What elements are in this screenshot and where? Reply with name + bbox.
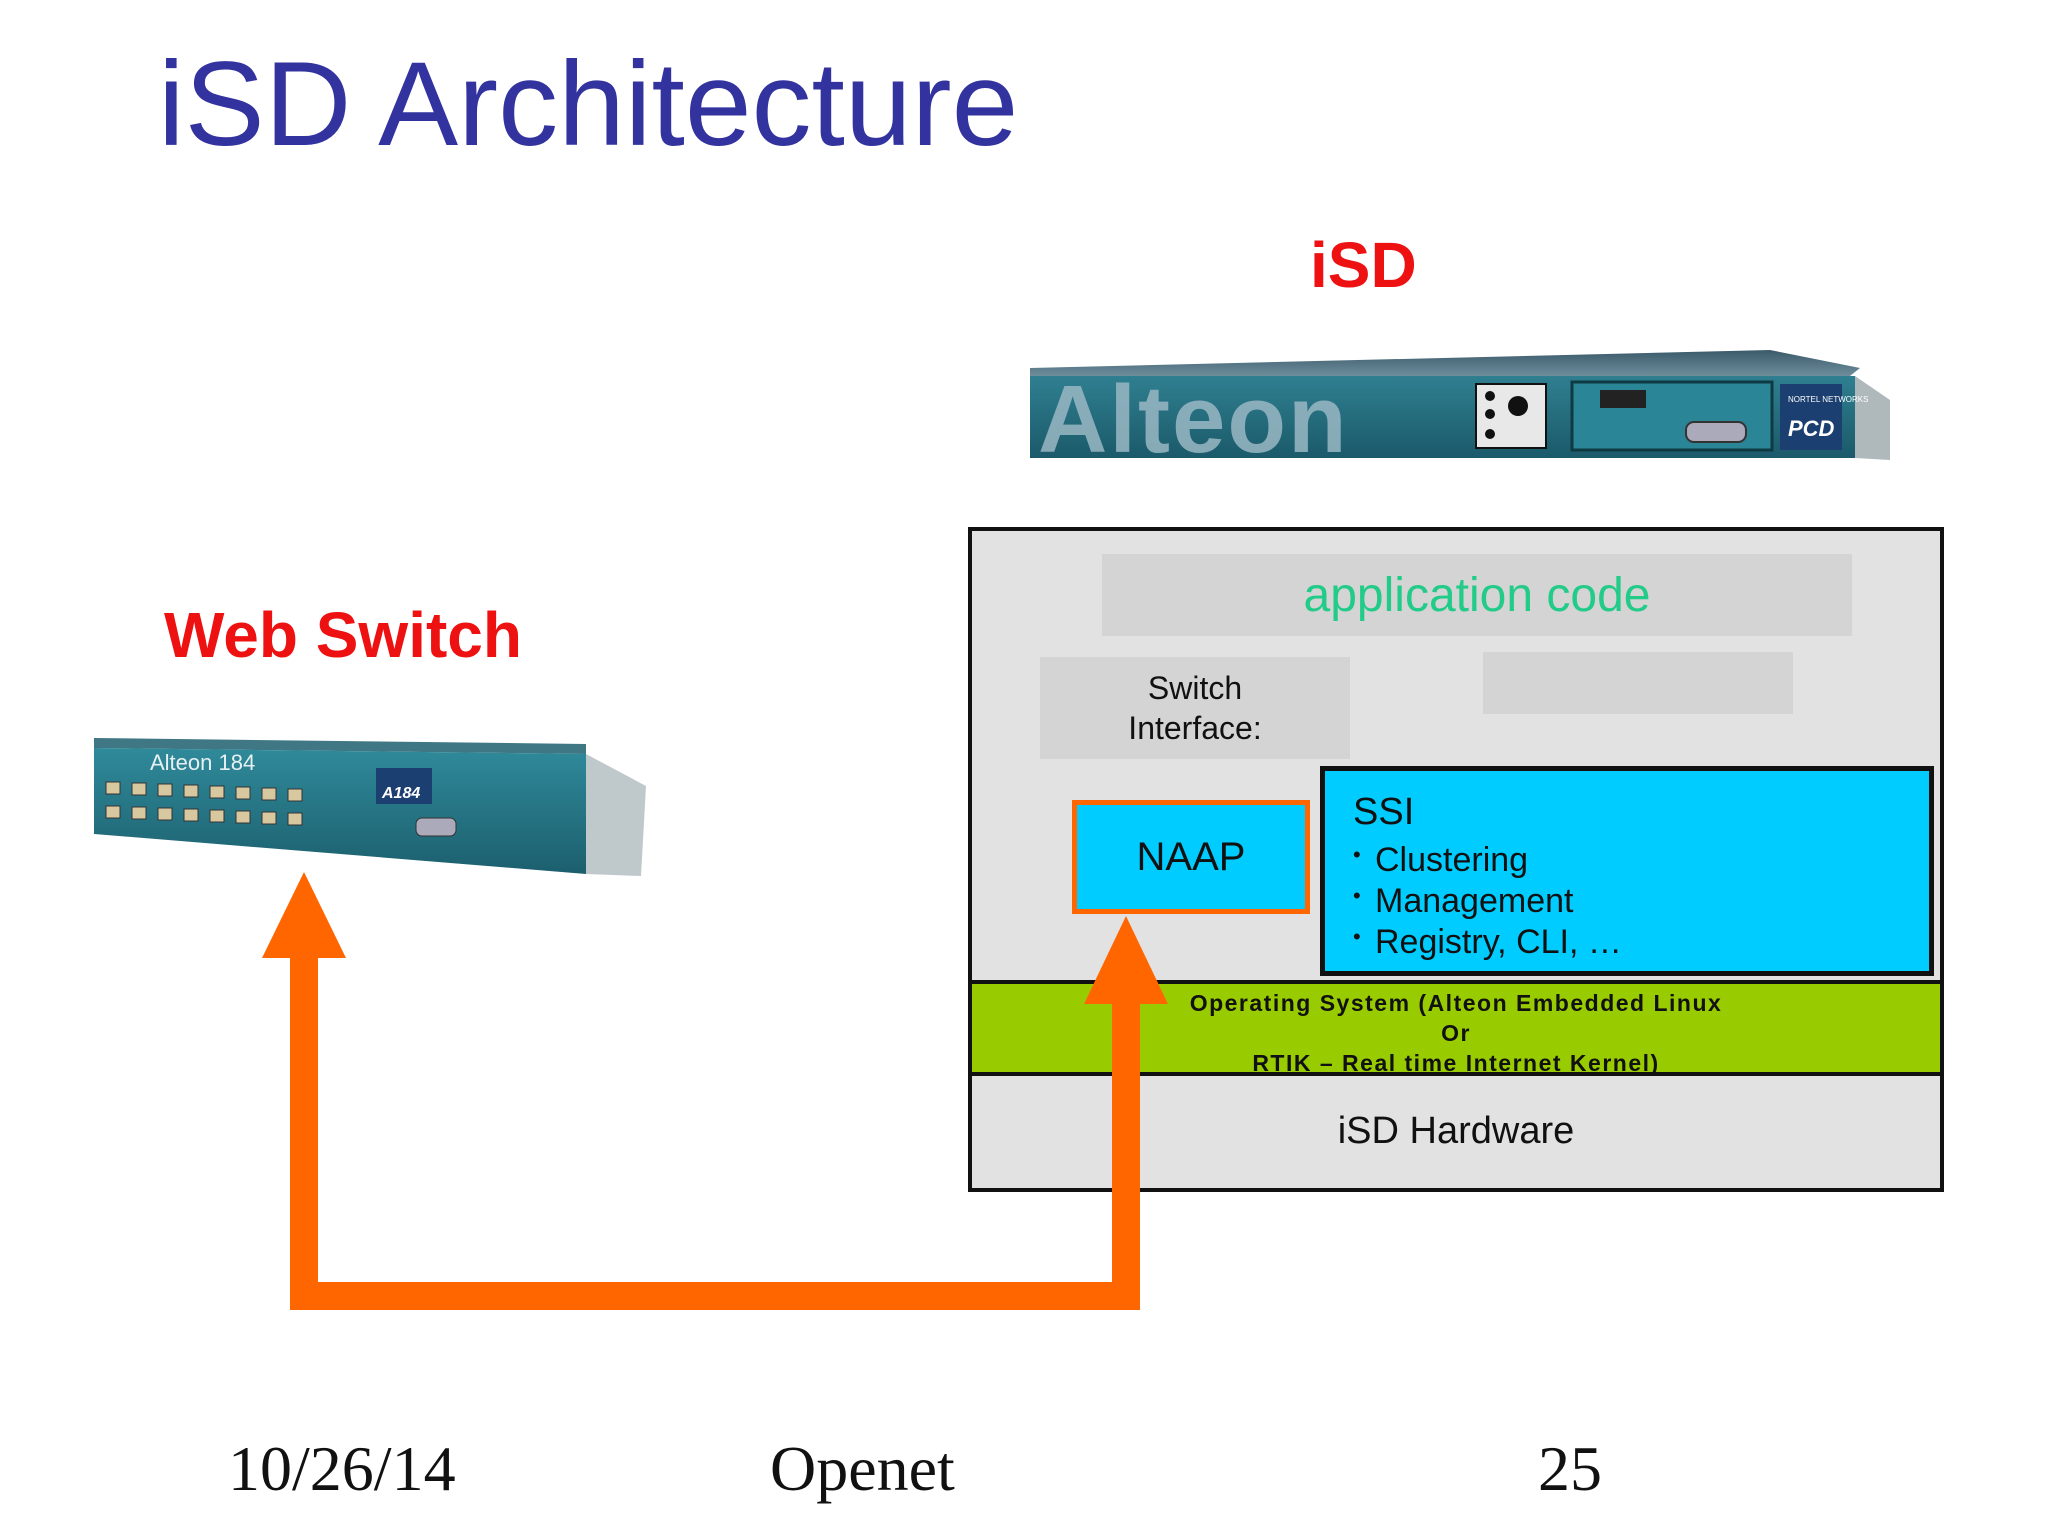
isd-maker-text: NORTEL NETWORKS bbox=[1788, 395, 1868, 404]
slide-title: iSD Architecture bbox=[158, 37, 1019, 171]
naap-box: NAAP bbox=[1072, 800, 1310, 914]
web-switch-model-text: Alteon 184 bbox=[150, 750, 255, 775]
isd-hardware-layer: iSD Hardware bbox=[1337, 1110, 1575, 1152]
svg-text:Alteon: Alteon bbox=[1038, 366, 1349, 473]
switch-interface-line1: Switch bbox=[1147, 670, 1243, 706]
footer-title: Openet bbox=[770, 1433, 955, 1504]
ssi-item: Management bbox=[1353, 875, 1929, 922]
web-switch-badge-text: A184 bbox=[381, 785, 420, 802]
application-code-layer: application code bbox=[1102, 554, 1852, 636]
footer-date: 10/26/14 bbox=[228, 1433, 456, 1504]
isd-device-image: Alteon NORTEL NETWORKS PCD bbox=[1030, 350, 1890, 473]
ssi-box: SSI Clustering Management Registry, CLI,… bbox=[1320, 766, 1934, 976]
isd-badge-text: PCD bbox=[1788, 416, 1835, 441]
empty-layer-box bbox=[1483, 652, 1793, 714]
web-switch-device-image: Alteon 184 A184 bbox=[94, 738, 646, 876]
ssi-item: Clustering bbox=[1353, 834, 1929, 881]
isd-label: iSD bbox=[1310, 229, 1417, 301]
switch-interface-line2: Interface: bbox=[1128, 710, 1262, 746]
switch-interface-layer: Switch Interface: bbox=[1040, 657, 1350, 759]
page-number: 25 bbox=[1538, 1433, 1602, 1504]
os-line1: Operating System (Alteon Embedded Linux bbox=[1189, 990, 1723, 1016]
ssi-title: SSI bbox=[1353, 791, 1415, 833]
ssi-item: Registry, CLI, … bbox=[1353, 916, 1929, 963]
os-line2: Or bbox=[1441, 1020, 1471, 1046]
web-switch-label: Web Switch bbox=[164, 599, 522, 671]
os-line3: RTIK – Real time Internet Kernel) bbox=[1252, 1050, 1660, 1076]
